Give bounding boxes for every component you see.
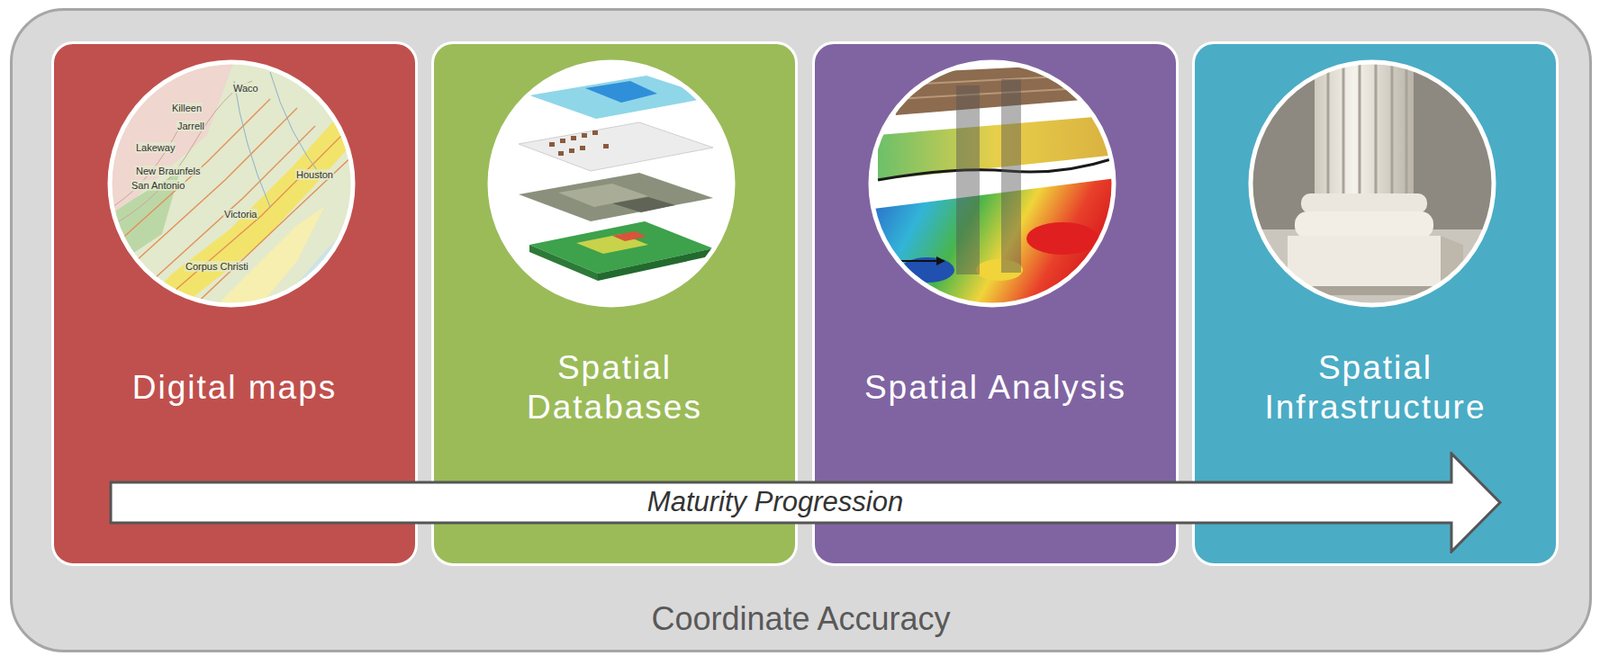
circle-frame [1250,62,1494,306]
subsurface-model-part [873,178,1117,311]
data-layers-part [597,248,714,281]
data-layers-part [576,234,649,254]
geologic-map-part [117,99,356,311]
geologic-map [108,61,361,316]
data-layers-part [549,130,609,156]
column-photo-part [1287,286,1464,296]
geologic-map-part [108,61,235,217]
data-layers-part [486,58,739,311]
stage-label: Spatial Infrastructure [1231,348,1520,429]
column-photo [1247,54,1500,311]
stage-label: Digital maps [63,368,407,408]
subsurface-model-part [936,256,946,266]
subsurface-model-part [956,85,980,275]
data-layers-part [612,231,647,242]
subsurface-model-part [868,58,1121,311]
column-photo-part [1294,211,1434,239]
subsurface-model-part [891,73,1115,100]
place-name: San Antonio [130,180,186,191]
subsurface-model-part [900,257,955,283]
data-layers-part-part [549,142,555,147]
data-layers-part [612,197,676,213]
geologic-map-part [108,61,361,314]
outer-frame: Coordinate Accuracy Digital maps Spatial D… [9,8,1592,653]
place-name: Waco [232,82,260,94]
stage-label: Spatial Databases [479,348,751,429]
place-name: Killeen [171,102,203,114]
place-name: Jarrell [176,120,206,132]
subsurface-model-part [877,115,1117,181]
subsurface-model-part [976,259,1023,281]
data-layers-part-part [581,133,588,138]
subsurface-model-part [900,260,937,263]
stage-label: Spatial Analysis [824,368,1167,408]
data-layers-part-part [603,144,609,149]
data-layers-part-part [570,135,577,141]
data-layers-part-part [560,138,566,144]
progress-arrow: Maturity Progression [108,451,1503,554]
place-name: Lakeway [135,142,176,154]
data-layers-part [585,81,658,103]
data-layers-part [529,221,714,274]
column-photo-part [1287,235,1441,292]
column-photo-part [1301,193,1428,214]
column-photo-part [1247,58,1500,311]
place-name: Houston [295,169,335,181]
data-layers-part [529,75,714,119]
place-name: New Braunfels [135,165,202,177]
column-photo-part [1440,235,1464,298]
column-photo-part [1328,54,1407,212]
circle-frame [489,62,733,306]
subsurface-model-part [877,157,1117,181]
subsurface-model-part [1026,222,1099,255]
data-layers-part [558,183,649,208]
arrow-label: Maturity Progression [114,487,1437,518]
place-name: Victoria [223,208,258,220]
column-photo-part [1247,229,1500,311]
column-photo-part [1314,54,1414,217]
data-layers-part-part [579,145,586,151]
geologic-map-part [112,81,253,226]
subsurface-model-part [886,63,1117,116]
data-layers-part-part [592,130,598,136]
data-layers-part-part [558,151,564,156]
place-name: Corpus Christi [184,261,250,272]
subsurface-model [868,58,1121,311]
circle-frame [109,62,353,306]
data-layers [486,58,739,311]
data-layers-part [518,172,714,222]
subsurface-model-part [1001,79,1022,273]
data-layers-part [529,244,598,281]
circle-frame [870,62,1114,306]
data-layers-part [518,122,714,172]
arrow-outline [110,453,1501,552]
data-layers-part-part [569,148,575,154]
geologic-map-part [270,216,361,316]
frame-title: Coordinate Accuracy [396,600,1207,638]
geologic-map-part [135,108,361,316]
